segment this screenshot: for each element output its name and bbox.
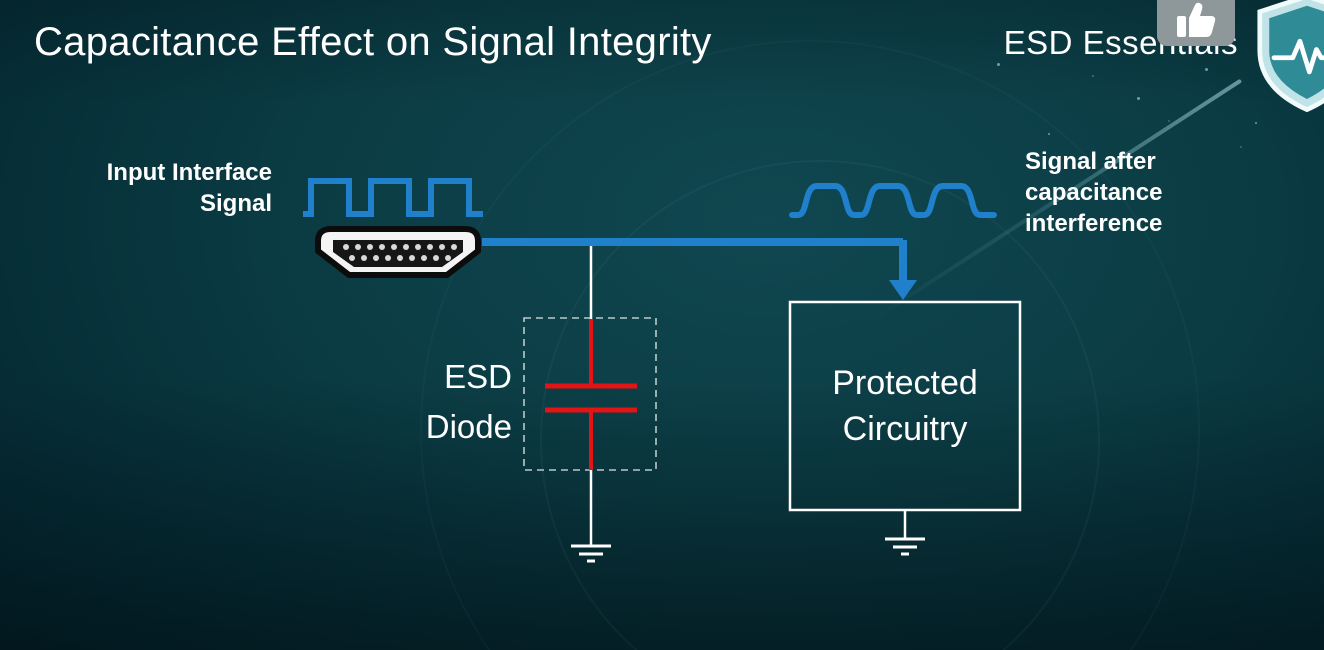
hdmi-pins xyxy=(343,244,457,261)
ground-symbol-protected xyxy=(885,537,925,556)
protected-circuitry-label: Protected Circuitry xyxy=(832,364,978,448)
slide-title: Capacitance Effect on Signal Integrity xyxy=(34,20,712,64)
input-signal-label: Input Interface Signal xyxy=(106,159,272,217)
esd-diode-label: ESD Diode xyxy=(425,358,512,445)
capacitor-symbol xyxy=(545,319,637,470)
hdmi-connector-icon xyxy=(315,226,481,278)
thumbs-up-glyph xyxy=(1177,2,1216,37)
output-waveform xyxy=(789,183,997,218)
shield-logo-icon xyxy=(1257,0,1324,112)
output-signal-label: Signal after capacitance interference xyxy=(1025,148,1163,237)
signal-arrowhead xyxy=(889,280,917,300)
ground-symbol-capacitor xyxy=(571,544,611,563)
input-waveform xyxy=(303,178,483,217)
thumbs-up-icon xyxy=(1157,0,1235,46)
